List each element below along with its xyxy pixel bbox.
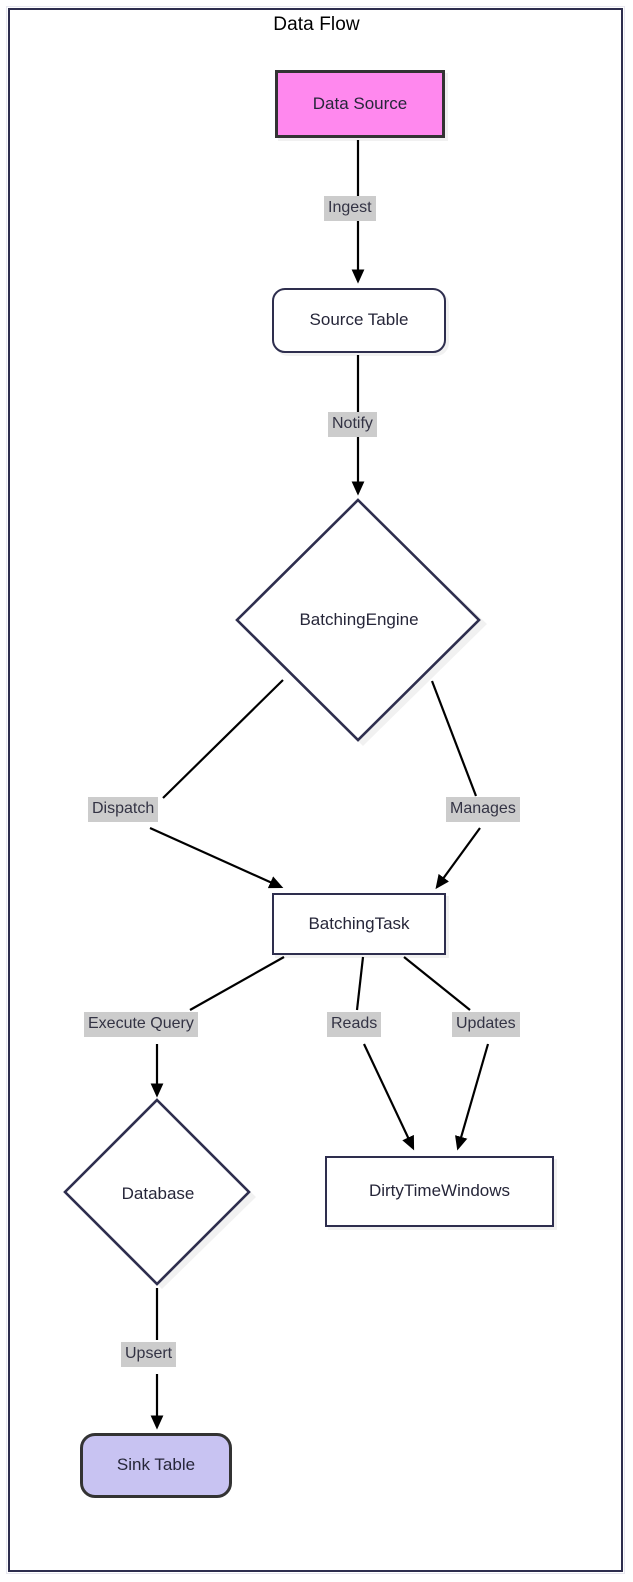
batching-engine-diamond bbox=[235, 498, 481, 742]
node-label: BatchingTask bbox=[308, 913, 410, 933]
page-title: Data Flow bbox=[273, 14, 360, 35]
edge-label-dispatch: Dispatch bbox=[88, 797, 159, 822]
edge-manages-path bbox=[430, 680, 478, 797]
edge-execute-query-path bbox=[189, 956, 285, 1011]
edge-label-reads: Reads bbox=[327, 1012, 382, 1037]
node-label: Sink Table bbox=[116, 1455, 196, 1475]
node-sink-table[interactable]: Sink Table bbox=[80, 1433, 232, 1498]
node-label: Data Source bbox=[312, 93, 408, 113]
node-source-table[interactable]: Source Table bbox=[272, 288, 446, 353]
edge-label-execute-query: Execute Query bbox=[84, 1012, 198, 1037]
edge-dispatch-path bbox=[162, 679, 284, 799]
edge-label-notify: Notify bbox=[328, 412, 377, 437]
node-label: BatchingEngine bbox=[299, 610, 419, 629]
database-diamond bbox=[63, 1098, 251, 1286]
edge-updates-path bbox=[403, 956, 471, 1011]
node-dirty-time-windows[interactable]: DirtyTimeWindows bbox=[325, 1156, 554, 1227]
node-label: Source Table bbox=[309, 310, 409, 330]
node-batching-task[interactable]: BatchingTask bbox=[272, 893, 446, 955]
node-label: DirtyTimeWindows bbox=[368, 1181, 511, 1201]
edge-label-ingest: Ingest bbox=[324, 196, 376, 221]
node-database[interactable]: Database bbox=[64, 1100, 252, 1288]
edge-label-manages: Manages bbox=[446, 797, 520, 822]
edge-label-updates: Updates bbox=[452, 1012, 520, 1037]
edge-dispatch-path2 bbox=[149, 826, 284, 889]
edge-label-upsert: Upsert bbox=[121, 1342, 177, 1367]
edge-updates-path2 bbox=[455, 1043, 490, 1151]
edge-reads-path bbox=[355, 956, 365, 1011]
edge-reads-path2 bbox=[363, 1043, 415, 1151]
node-data-source[interactable]: Data Source bbox=[275, 70, 445, 138]
node-label: Database bbox=[121, 1184, 195, 1203]
edge-manages-path2 bbox=[435, 827, 481, 890]
node-batching-engine[interactable]: BatchingEngine bbox=[238, 499, 480, 741]
